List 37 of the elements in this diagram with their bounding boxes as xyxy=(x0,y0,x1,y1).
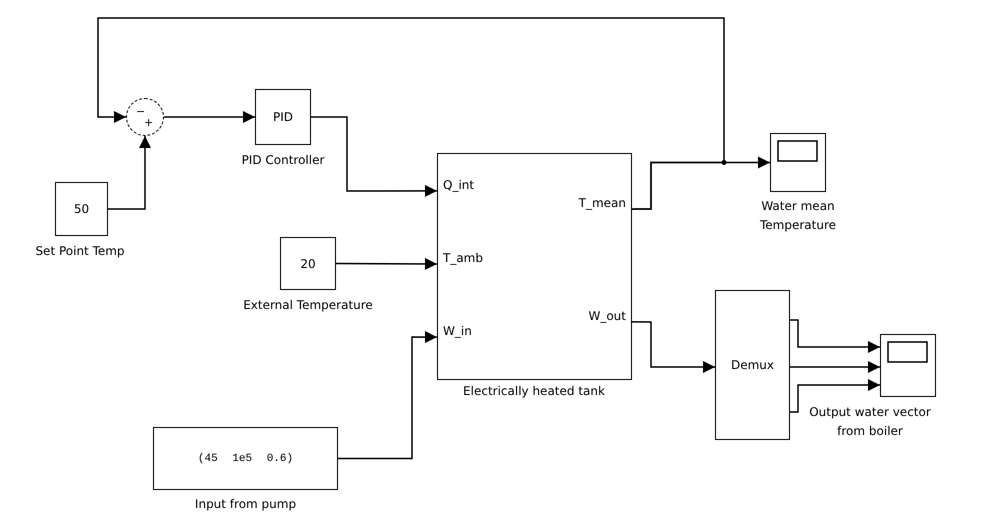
signal-arrow xyxy=(790,361,880,373)
block xyxy=(153,427,338,490)
block-caption: Electrically heated tank xyxy=(462,383,606,400)
block xyxy=(255,89,311,145)
signal-arrow xyxy=(632,321,715,373)
port-label: W_in xyxy=(443,324,472,338)
port-label: Q_int xyxy=(443,178,474,192)
block-caption: Input from pump xyxy=(194,496,298,513)
signal-arrow xyxy=(336,258,437,270)
scope-block xyxy=(880,334,936,397)
scope-block xyxy=(770,133,826,192)
block xyxy=(280,237,336,290)
port-label: T_amb xyxy=(443,251,483,265)
signal-arrow xyxy=(338,331,437,460)
block xyxy=(715,290,790,440)
signal-arrow xyxy=(97,17,725,210)
signal-arrow xyxy=(108,136,151,210)
signal-arrow xyxy=(164,111,255,123)
block-caption: PID Controller xyxy=(240,152,326,169)
block-label: 20 xyxy=(300,256,316,270)
sign-label: + xyxy=(144,117,154,128)
port-label: W_out xyxy=(588,309,626,323)
signal-arrow xyxy=(790,379,880,413)
constant-value: (45 1e5 0.6) xyxy=(198,452,294,466)
port-label: T_mean xyxy=(578,196,626,210)
signal-arrow xyxy=(790,319,880,353)
block xyxy=(437,153,632,380)
block-label: Demux xyxy=(730,358,774,372)
block-caption: Output water vector from boiler xyxy=(808,404,932,440)
block-label: 50 xyxy=(74,202,90,216)
sign-label: − xyxy=(136,106,146,117)
block-caption: Set Point Temp xyxy=(34,243,126,260)
signal-arrow xyxy=(311,116,437,197)
block-caption: Water mean Temperature xyxy=(758,198,837,234)
block xyxy=(55,182,108,236)
block-caption: External Temperature xyxy=(242,297,374,314)
block-label: PID xyxy=(273,110,293,124)
